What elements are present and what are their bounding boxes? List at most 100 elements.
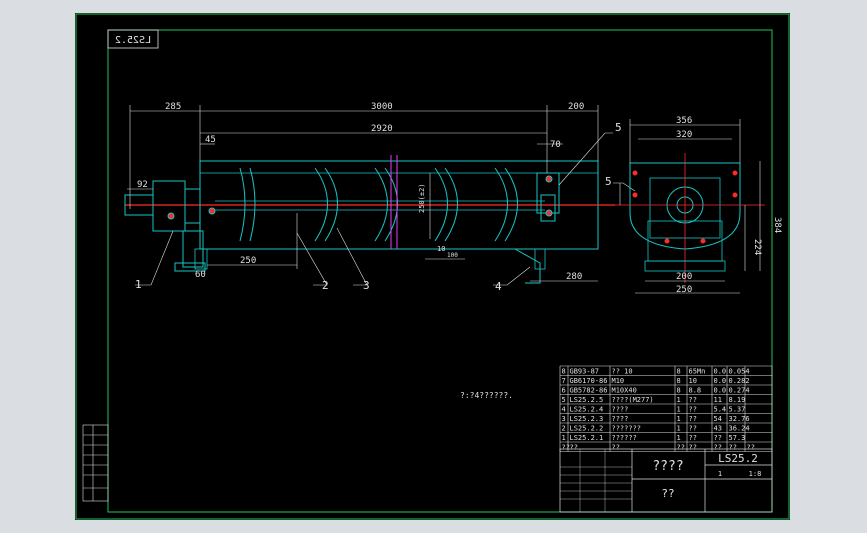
- bom-cell: 0.054: [729, 368, 750, 376]
- bom-cell: ???????: [612, 425, 642, 433]
- dim-60: 60: [195, 270, 206, 280]
- bom-cell: 1: [677, 434, 681, 442]
- company-text: ??: [661, 487, 674, 500]
- tech-note: ?:?4??????.: [460, 391, 513, 400]
- bom-cell: LS25.2.4: [570, 406, 604, 414]
- callout-4: 4: [495, 280, 502, 293]
- bom-header-cell: ??: [562, 444, 570, 452]
- bom-cell: 3: [562, 415, 566, 423]
- bom-cell: 0.0: [714, 387, 727, 395]
- scale-text: 1:8: [749, 470, 762, 478]
- bom-cell: 8.8: [689, 387, 702, 395]
- bom-cell: ??: [689, 425, 697, 433]
- bom-cell: 43: [714, 425, 722, 433]
- bom-cell: 0.274: [729, 387, 750, 395]
- bom-cell: 0.0: [714, 368, 727, 376]
- revision-margin: [82, 424, 109, 502]
- stamp-text: LS25.2: [115, 35, 151, 46]
- bom-cell: ?? 10: [612, 368, 633, 376]
- dim-70: 70: [550, 140, 561, 150]
- bom-header-cell: ??: [747, 444, 755, 452]
- bom-cell: 65Mn: [689, 368, 706, 376]
- drive-end: [124, 180, 216, 272]
- bom-cell: GB93-87: [570, 368, 600, 376]
- dim-384: 384: [772, 217, 782, 233]
- inner-frame: [107, 29, 773, 513]
- sheet-text: 1: [718, 470, 722, 478]
- hanger-bearing: [390, 155, 398, 249]
- bom-cell: 8: [677, 368, 681, 376]
- front-dimensions: [127, 105, 599, 282]
- callout-3: 3: [363, 279, 370, 292]
- bom-cell: ????: [612, 406, 629, 414]
- bom-cell: ??: [689, 406, 697, 414]
- bom-cell: 54: [714, 415, 722, 423]
- bom-cell: 8: [677, 387, 681, 395]
- bom-cell: 36.24: [729, 425, 750, 433]
- bom-cell: 10: [689, 377, 697, 385]
- bom-cell: LS25.2.2: [570, 425, 604, 433]
- callout-1: 1: [135, 278, 142, 291]
- bom-cell: 2: [562, 425, 566, 433]
- bom-cell: 8: [562, 368, 566, 376]
- callout-leaders: [135, 132, 636, 286]
- front-view: [124, 155, 615, 284]
- bom-cell: 57.3: [729, 434, 746, 442]
- dim-10: 10: [437, 245, 445, 253]
- drawing-number: LS25.2: [718, 452, 758, 465]
- dim-side-200: 200: [676, 272, 692, 282]
- bom-cell: 1: [677, 406, 681, 414]
- bom-cell: 5.4: [714, 406, 727, 414]
- front-dimension-labels: 285 3000 200 2920 45 70 92 60 250 280 10…: [137, 102, 584, 282]
- dim-pitch: 250(±2): [418, 183, 426, 213]
- bom-header-cell: ??: [729, 444, 737, 452]
- callout-5a: 5: [615, 121, 622, 134]
- bom-cell: 32.76: [729, 415, 750, 423]
- bom-cell: 6: [562, 387, 566, 395]
- bolt-holes: [632, 170, 738, 244]
- dim-45: 45: [205, 135, 216, 145]
- dim-250: 250: [240, 256, 256, 266]
- callout-2: 2: [322, 279, 329, 292]
- dim-280: 280: [566, 272, 582, 282]
- tail-bearing: [514, 172, 560, 284]
- bom-cell: ??: [689, 396, 697, 404]
- bom-cell: LS25.2.3: [570, 415, 604, 423]
- title-block: ???? ?? LS25.2 1:8 1: [559, 448, 773, 513]
- outer-frame: [75, 13, 790, 520]
- bom-cell: 1: [677, 415, 681, 423]
- dim-3000: 3000: [371, 102, 393, 112]
- bom-cell: ????: [612, 415, 629, 423]
- bom-cell: M10X40: [612, 387, 637, 395]
- side-dimensions: [619, 119, 761, 294]
- bom-header-cell: ??: [689, 444, 697, 452]
- bom-cell: ??: [689, 415, 697, 423]
- bom-header-cell: ??: [612, 444, 620, 452]
- bom-cell: 8: [677, 377, 681, 385]
- bom-cell: LS25.2.1: [570, 434, 604, 442]
- dim-92: 92: [137, 180, 148, 190]
- drawing-canvas[interactable]: LS25.2: [75, 13, 790, 520]
- bom-cell: GB6170-86: [570, 377, 608, 385]
- bom-cell: GB5782-86: [570, 387, 608, 395]
- callout-labels: 1 2 3 4 5 5: [135, 121, 622, 293]
- side-view: [615, 153, 765, 283]
- dim-200: 200: [568, 102, 584, 112]
- bom-cell: M10: [612, 377, 625, 385]
- bom-header-cell: ??: [570, 444, 578, 452]
- dim-100: 100: [447, 252, 458, 259]
- side-dimension-labels: 356 320 384 224 200 250: [676, 116, 782, 295]
- cad-drawing: LS25.2: [75, 13, 790, 520]
- bom-cell: 1: [677, 396, 681, 404]
- callout-5b: 5: [605, 175, 612, 188]
- bom-cell: 8.19: [729, 396, 746, 404]
- bom-cell: ????(M277): [612, 396, 654, 404]
- dim-224: 224: [752, 239, 762, 255]
- dim-2920: 2920: [371, 124, 393, 134]
- dim-285: 285: [165, 102, 181, 112]
- dim-side-250: 250: [676, 285, 692, 295]
- bom-cell: 4: [562, 406, 566, 414]
- bom-cell: LS25.2.5: [570, 396, 604, 404]
- bom-cell: 7: [562, 377, 566, 385]
